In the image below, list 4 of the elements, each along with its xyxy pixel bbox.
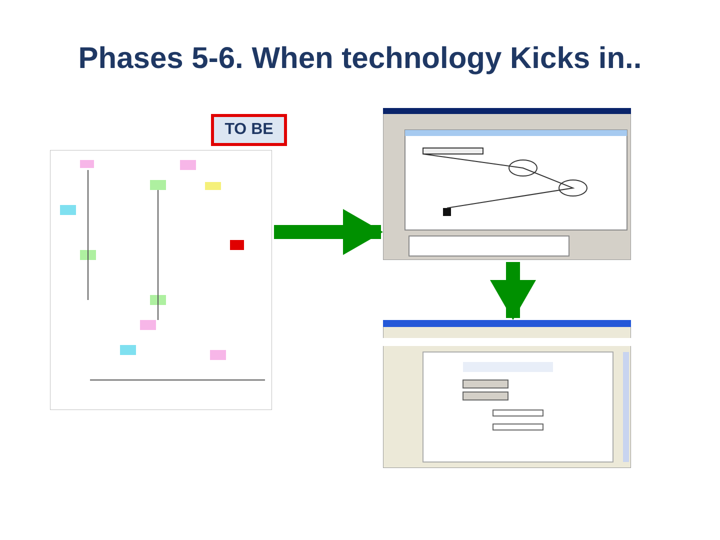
slide-title: Phases 5-6. When technology Kicks in.. (77, 41, 643, 77)
arrow (274, 209, 383, 255)
label-box: TO BE (211, 114, 287, 146)
arrow (490, 262, 536, 320)
